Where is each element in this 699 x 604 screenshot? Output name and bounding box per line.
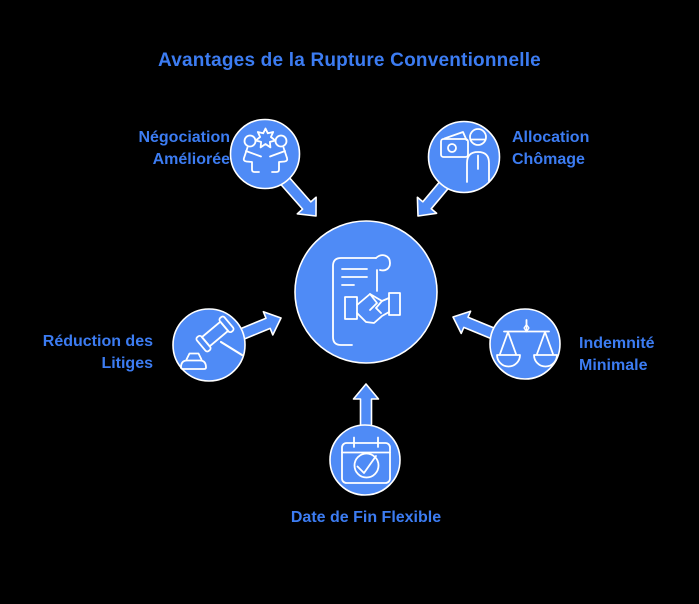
label-reduction-litiges: Réduction des Litiges bbox=[42, 333, 153, 372]
bubble-indemnite bbox=[489, 308, 561, 380]
center-bubble bbox=[294, 220, 438, 364]
unemployment-benefit-icon bbox=[440, 128, 490, 183]
document-handshake-icon bbox=[332, 254, 401, 346]
gavel-icon bbox=[180, 315, 244, 370]
negotiation-icon bbox=[242, 127, 289, 173]
page-title: Avantages de la Rupture Conventionnelle bbox=[158, 50, 541, 71]
label-negociation-amelioree: Négociation Améliorée bbox=[138, 129, 230, 168]
label-date-fin-flexible: Date de Fin Flexible bbox=[290, 509, 442, 526]
label-indemnite-minimale: Indemnité Minimale bbox=[579, 335, 655, 374]
scales-icon bbox=[496, 319, 558, 368]
label-allocation-chomage: Allocation Chômage bbox=[512, 129, 590, 168]
calendar-check-icon bbox=[341, 436, 391, 484]
